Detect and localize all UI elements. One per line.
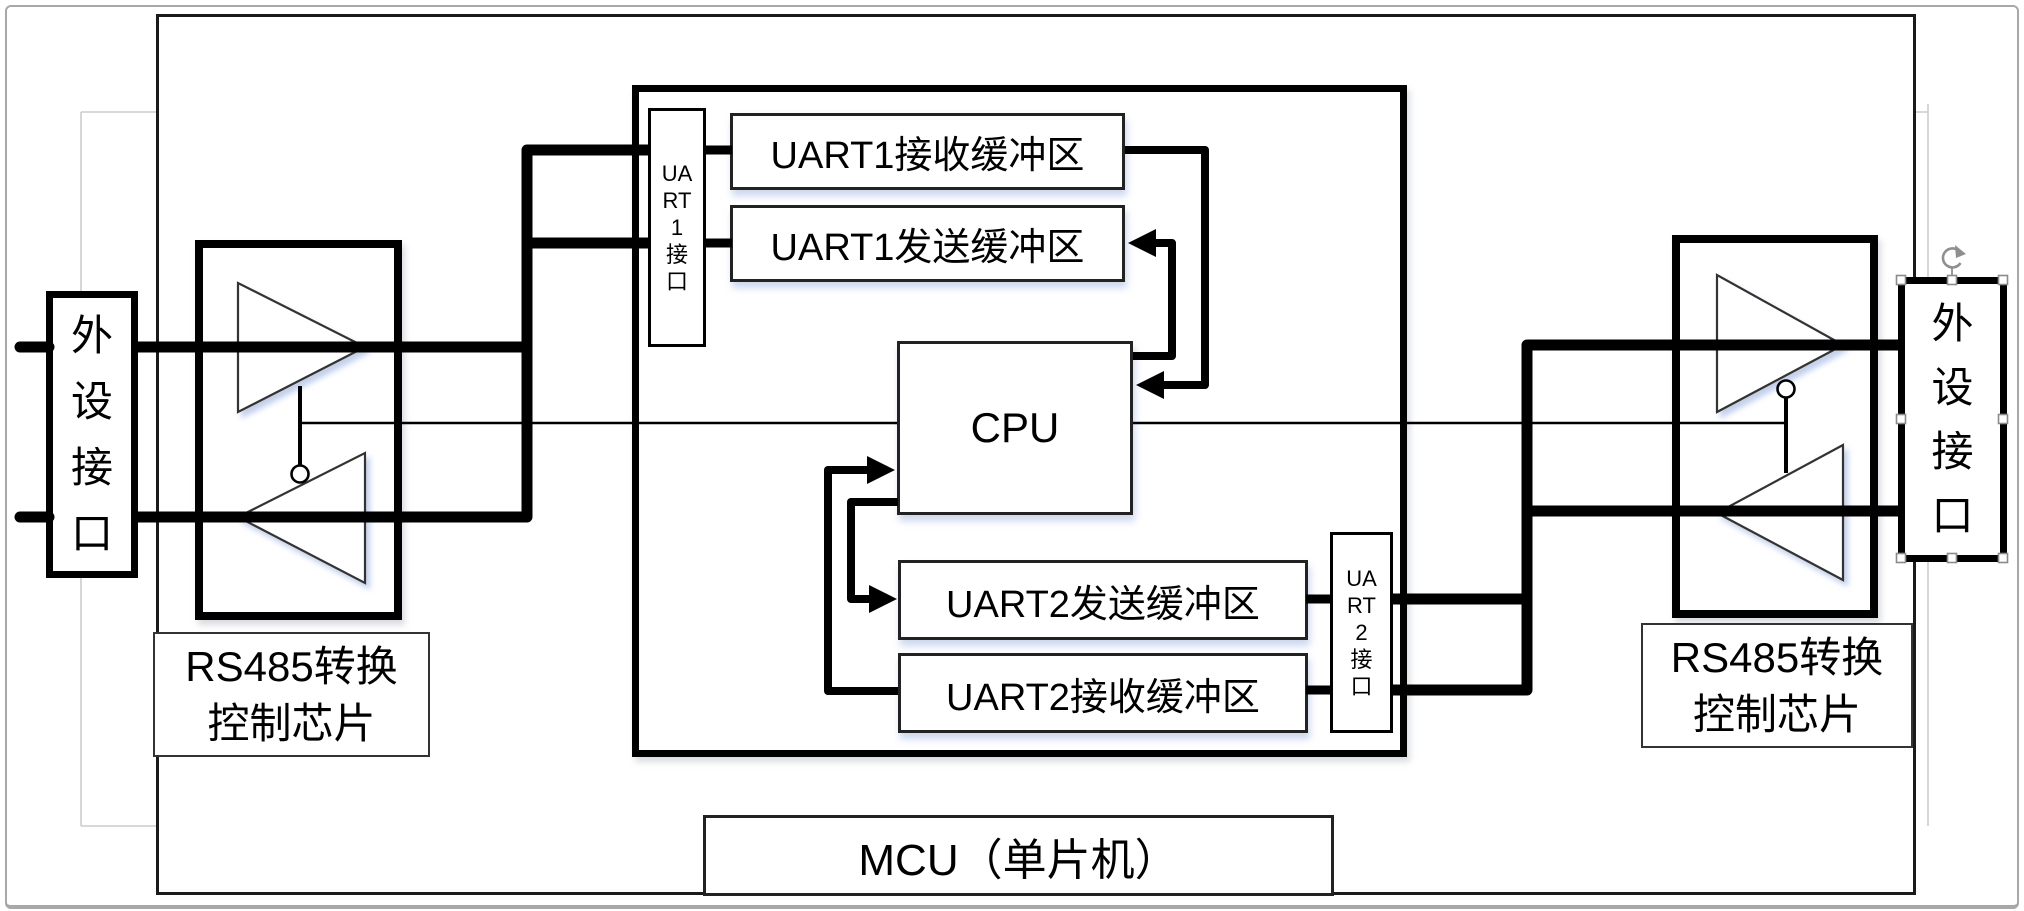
cpu-box[interactable]: CPU (897, 341, 1133, 515)
mcu-caption-box[interactable]: MCU（单片机） (703, 815, 1334, 896)
uart1-tx-buffer-label: UART1发送缓冲区 (770, 227, 1085, 269)
peripheral-interface-left-label: 外 设 接 口 (70, 311, 113, 557)
rotation-handle-icon[interactable] (1941, 247, 1962, 269)
uart1-port-box[interactable]: UA RT 1 接 口 (648, 108, 706, 347)
uart2-port-label: UA RT 2 接 口 (1346, 566, 1377, 699)
rs485-chip-right-box[interactable] (1672, 235, 1878, 618)
uart2-tx-buffer-label: UART2发送缓冲区 (946, 583, 1260, 626)
rs485-chip-right-caption[interactable]: RS485转换 控制芯片 (1641, 623, 1913, 748)
rs485-chip-left-box[interactable] (195, 240, 402, 620)
rotation-handle-arrow-icon[interactable] (1955, 245, 1966, 258)
uart2-tx-buffer-box[interactable]: UART2发送缓冲区 (898, 560, 1308, 640)
uart1-rx-buffer-label: UART1接收缓冲区 (770, 135, 1085, 177)
peripheral-interface-right-label: 外 设 接 口 (1931, 299, 1974, 539)
uart2-rx-buffer-label: UART2接收缓冲区 (946, 676, 1260, 719)
mcu-caption-label: MCU（单片机） (858, 835, 1179, 885)
left-peripheral-stub-wires (14, 341, 55, 523)
peripheral-interface-left-box[interactable]: 外 设 接 口 (46, 291, 138, 578)
uart1-tx-buffer-box[interactable]: UART1发送缓冲区 (730, 205, 1125, 282)
rs485-chip-left-caption-label: RS485转换 控制芯片 (185, 642, 398, 747)
peripheral-interface-right-box-selected[interactable]: 外 设 接 口 (1898, 277, 2007, 562)
cpu-label: CPU (970, 404, 1060, 451)
rs485-chip-right-caption-label: RS485转换 控制芯片 (1670, 633, 1884, 738)
uart1-rx-buffer-box[interactable]: UART1接收缓冲区 (730, 113, 1125, 190)
uart2-rx-buffer-box[interactable]: UART2接收缓冲区 (898, 653, 1308, 733)
uart1-port-label: UA RT 1 接 口 (661, 161, 693, 294)
rs485-chip-left-caption[interactable]: RS485转换 控制芯片 (153, 632, 430, 757)
uart2-port-box[interactable]: UA RT 2 接 口 (1330, 532, 1393, 733)
